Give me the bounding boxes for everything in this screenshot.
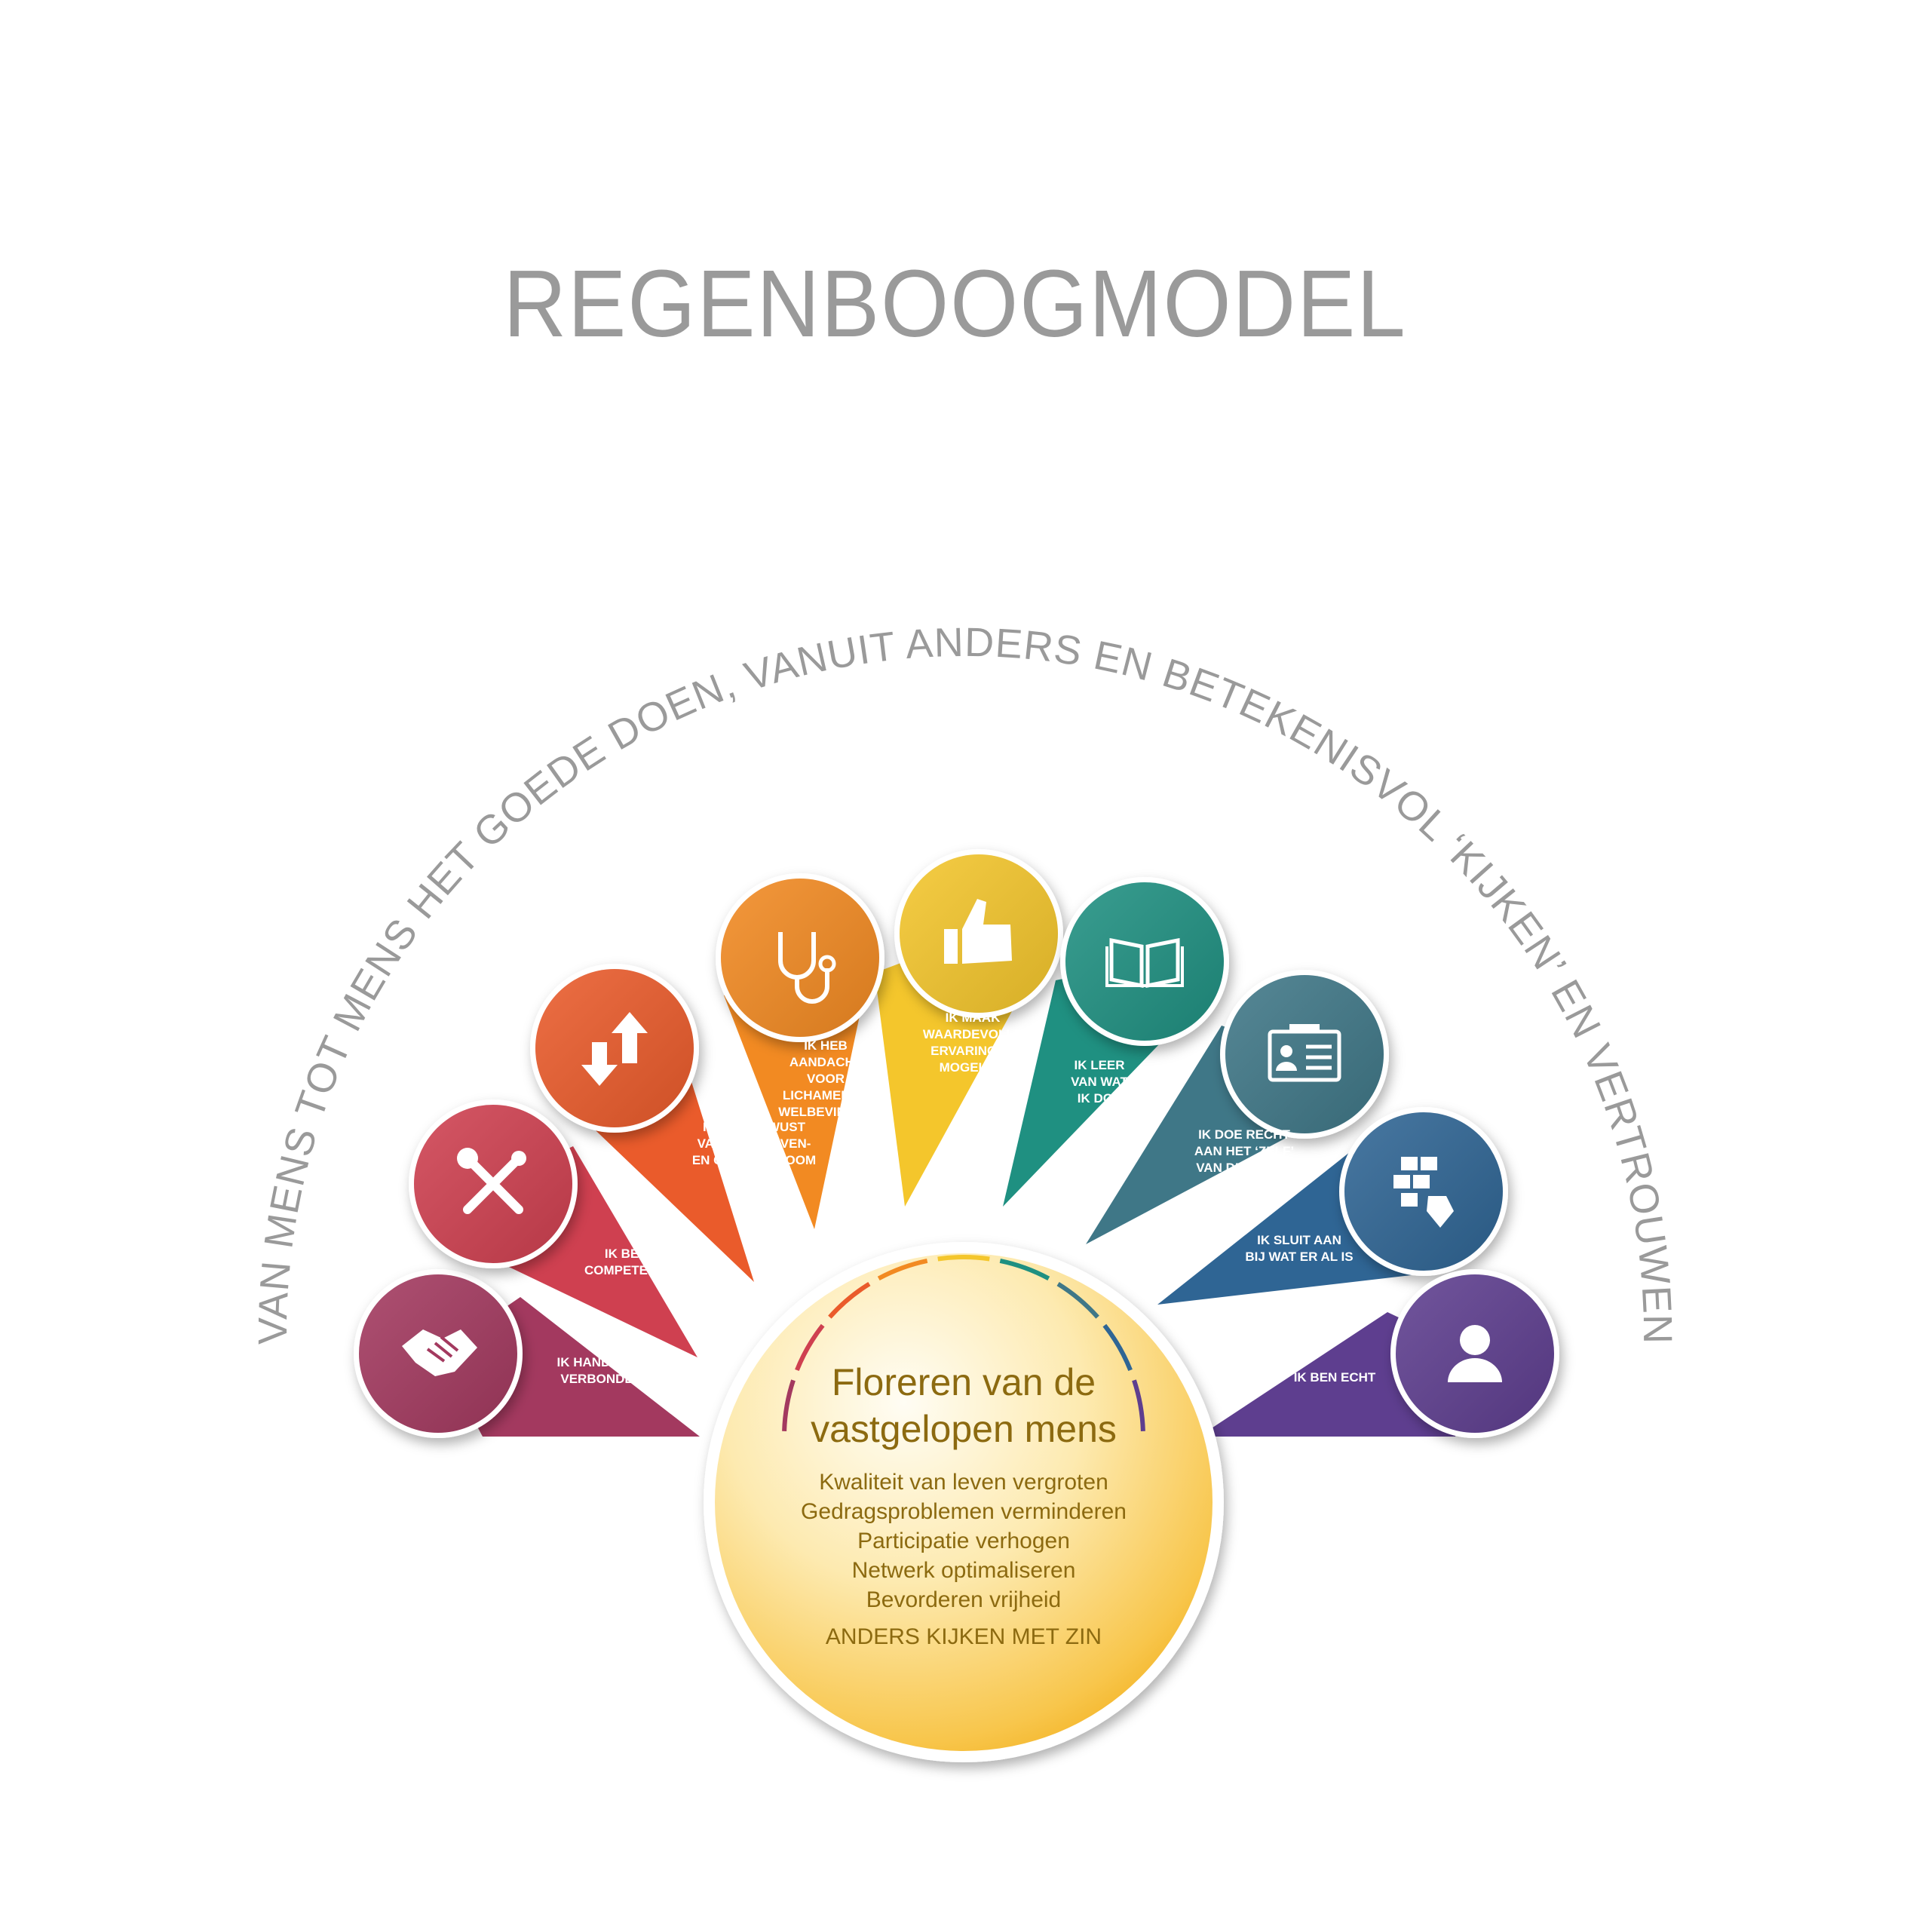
center-text: Floreren van de vastgelopen mensKwaliteit…: [801, 1361, 1127, 1649]
center-arc-dash: [795, 1323, 825, 1372]
segment-circle-zelf: [1220, 970, 1389, 1139]
segment-circle-bovenstroom: [530, 964, 699, 1133]
id-card-icon: [1268, 1024, 1341, 1082]
center-arc-dash: [828, 1281, 871, 1319]
segment-circle-competenties: [409, 1099, 578, 1268]
center-arc-dash: [782, 1379, 796, 1431]
segment-label-echt: IK BEN ECHT: [1294, 1370, 1376, 1385]
center-arc-dash: [937, 1254, 990, 1262]
segment-circle-leren: [1060, 877, 1229, 1046]
segment-circle-ervaringen: [894, 849, 1063, 1018]
building-blocks-icon: [1393, 1157, 1454, 1228]
center-arc-dash: [999, 1259, 1050, 1281]
center-circle: Floreren van de vastgelopen mensKwaliteit…: [704, 1242, 1224, 1762]
center-arc-dash: [877, 1259, 928, 1281]
center-arc-dash: [1056, 1281, 1099, 1319]
center-arc-dash: [1102, 1323, 1133, 1372]
center-item: Participatie verhogen: [857, 1529, 1070, 1553]
up-down-arrows-icon: [581, 1012, 648, 1086]
tools-icon: [457, 1148, 526, 1214]
center-item: Kwaliteit van leven vergroten: [819, 1470, 1108, 1495]
center-tagline: ANDERS KIJKEN MET ZIN: [826, 1624, 1102, 1649]
stethoscope-icon: [778, 932, 836, 1004]
center-item: Bevorderen vrijheid: [866, 1587, 1061, 1612]
handshake-icon: [402, 1329, 477, 1376]
center-rainbow-arc: [782, 1254, 1145, 1431]
segment-circle-verbondenheid: [354, 1269, 523, 1438]
segment-circle-aansluiten: [1339, 1107, 1508, 1276]
center-arc-dash: [1132, 1379, 1145, 1431]
segment-circle-welbevinden: [716, 873, 884, 1042]
center-item: Netwerk optimaliseren: [852, 1558, 1076, 1583]
page-title: REGENBOOGMODEL: [503, 250, 1407, 357]
center-heading-line: vastgelopen mens: [811, 1408, 1117, 1450]
icon-circles: [354, 849, 1559, 1438]
center-item: Gedragsproblemen verminderen: [801, 1499, 1127, 1524]
book-icon: [1105, 937, 1184, 989]
segment-circle-echt: [1390, 1269, 1559, 1438]
center-heading-line: Floreren van de: [832, 1361, 1096, 1403]
thumbs-up-icon: [944, 899, 1012, 964]
person-icon: [1448, 1325, 1502, 1382]
